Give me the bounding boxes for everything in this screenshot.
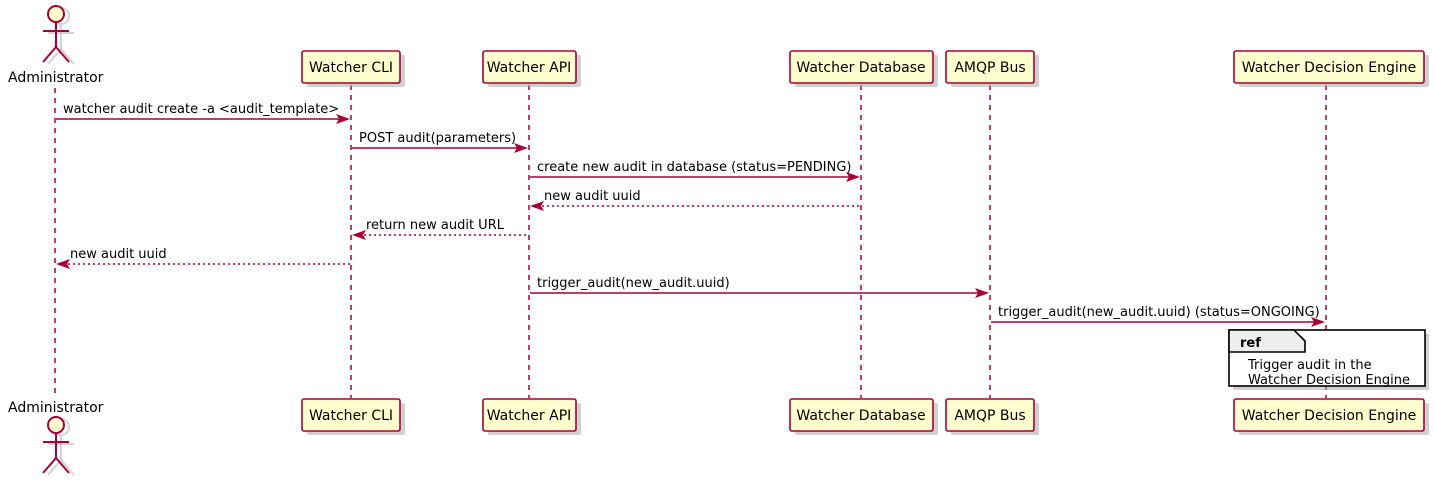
participant-label: AMQP Bus bbox=[954, 408, 1025, 424]
participant-box-amqp-bus-top[interactable]: AMQP Bus bbox=[945, 50, 1039, 87]
box-rect bbox=[945, 50, 1035, 84]
message-label: trigger_audit(new_audit.uuid) bbox=[537, 276, 730, 291]
actor-label-administrator-bottom: Administrator bbox=[8, 400, 104, 416]
participant-box-watcher-api-bottom[interactable]: Watcher API bbox=[482, 398, 581, 435]
message-3-create-new-audit[interactable]: create new audit in database (status=PEN… bbox=[530, 160, 860, 182]
participant-label: Watcher CLI bbox=[309, 60, 393, 76]
participant-label: Watcher API bbox=[487, 408, 572, 424]
participant-box-amqp-bus-bottom[interactable]: AMQP Bus bbox=[945, 398, 1039, 435]
box-rect bbox=[482, 50, 577, 84]
arrowhead-left-icon bbox=[352, 230, 366, 240]
box-rect bbox=[301, 50, 401, 84]
actor-leg-left bbox=[42, 46, 57, 63]
actor-label-administrator-top: Administrator bbox=[8, 70, 104, 86]
message-4-new-audit-uuid[interactable]: new audit uuid bbox=[530, 189, 860, 211]
participant-label: Watcher Decision Engine bbox=[1242, 60, 1416, 76]
message-label: create new audit in database (status=PEN… bbox=[537, 160, 852, 175]
arrowhead-right-icon bbox=[514, 143, 528, 153]
message-label: new audit uuid bbox=[544, 189, 641, 204]
message-label: POST audit(parameters) bbox=[359, 131, 516, 146]
arrowhead-left-icon bbox=[530, 201, 544, 211]
message-8-trigger-audit-ongoing[interactable]: trigger_audit(new_audit.uuid) (status=ON… bbox=[991, 305, 1325, 327]
actor-administrator-top[interactable]: Administrator bbox=[8, 5, 104, 86]
box-rect bbox=[1233, 398, 1425, 432]
arrowhead-right-icon bbox=[846, 172, 860, 182]
message-6-new-audit-uuid[interactable]: new audit uuid bbox=[56, 247, 350, 269]
arrowhead-right-icon bbox=[975, 288, 989, 298]
actor-administrator-bottom[interactable]: Administrator bbox=[8, 400, 104, 476]
participant-label: Watcher Database bbox=[796, 408, 925, 424]
ref-tab-label: ref bbox=[1240, 336, 1261, 351]
box-rect bbox=[945, 398, 1035, 432]
actor-head-icon bbox=[47, 416, 65, 434]
arrowhead-right-icon bbox=[1311, 317, 1325, 327]
box-rect bbox=[789, 50, 934, 84]
box-rect bbox=[482, 398, 577, 432]
lifelines-group bbox=[54, 85, 1327, 398]
box-rect bbox=[789, 398, 934, 432]
ref-body-line-2: Watcher Decision Engine bbox=[1248, 373, 1410, 388]
participant-label: Watcher CLI bbox=[309, 408, 393, 424]
participant-label: Watcher API bbox=[487, 60, 572, 76]
participant-box-watcher-cli-top[interactable]: Watcher CLI bbox=[301, 50, 405, 87]
participant-box-watcher-database-bottom[interactable]: Watcher Database bbox=[789, 398, 938, 435]
message-1-watcher-audit-create[interactable]: watcher audit create -a <audit_template> bbox=[56, 102, 350, 124]
participant-box-watcher-decision-engine-top[interactable]: Watcher Decision Engine bbox=[1233, 50, 1429, 87]
participant-box-watcher-database-top[interactable]: Watcher Database bbox=[789, 50, 938, 87]
message-7-trigger-audit[interactable]: trigger_audit(new_audit.uuid) bbox=[530, 276, 989, 298]
message-label: return new audit URL bbox=[366, 218, 505, 233]
message-label: new audit uuid bbox=[70, 247, 167, 262]
message-5-return-new-audit-url[interactable]: return new audit URL bbox=[352, 218, 528, 240]
message-label: watcher audit create -a <audit_template> bbox=[63, 102, 339, 117]
ref-tab-shape bbox=[1228, 329, 1306, 353]
participant-label: Watcher Database bbox=[796, 60, 925, 76]
participant-box-watcher-cli-bottom[interactable]: Watcher CLI bbox=[301, 398, 405, 435]
participant-label: AMQP Bus bbox=[954, 60, 1025, 76]
message-2-post-audit[interactable]: POST audit(parameters) bbox=[352, 131, 528, 153]
ref-body-line-1: Trigger audit in the bbox=[1247, 358, 1372, 373]
actor-leg-right bbox=[55, 457, 70, 474]
actor-leg-left bbox=[42, 457, 57, 474]
box-rect bbox=[301, 398, 401, 432]
participant-label: Watcher Decision Engine bbox=[1242, 408, 1416, 424]
arrowhead-right-icon bbox=[336, 114, 350, 124]
ref-fragment-trigger-audit[interactable]: ref Trigger audit in the Watcher Decisio… bbox=[1228, 329, 1429, 390]
participant-box-watcher-decision-engine-bottom[interactable]: Watcher Decision Engine bbox=[1233, 398, 1429, 435]
message-label: trigger_audit(new_audit.uuid) (status=ON… bbox=[998, 305, 1320, 320]
arrowhead-left-icon bbox=[56, 259, 70, 269]
participant-box-watcher-api-top[interactable]: Watcher API bbox=[482, 50, 581, 87]
actor-head-icon bbox=[47, 5, 65, 23]
actor-leg-right bbox=[55, 46, 70, 63]
box-rect bbox=[1233, 50, 1425, 84]
